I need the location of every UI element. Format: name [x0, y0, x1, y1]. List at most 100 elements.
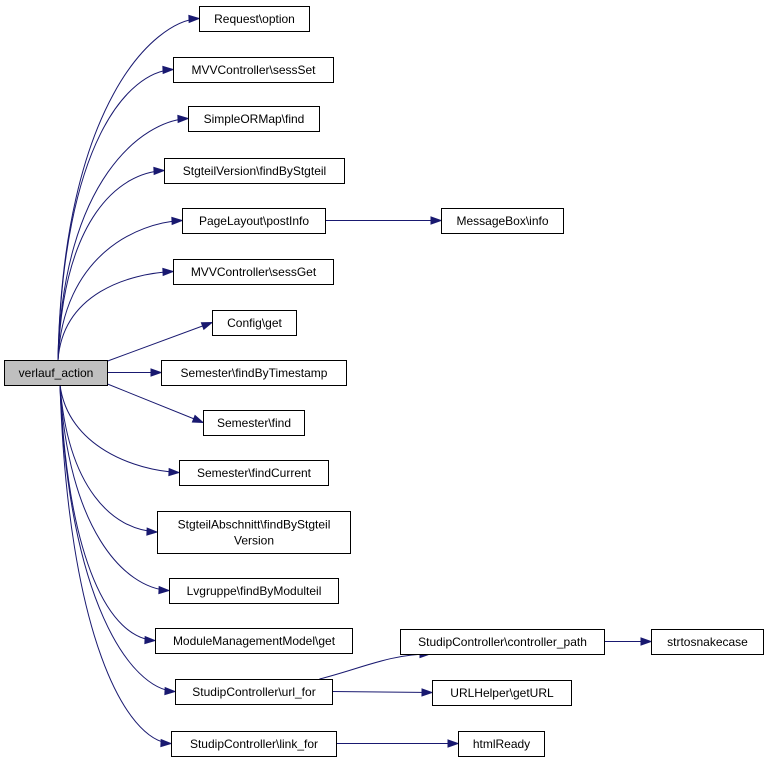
node-label: Request\option	[214, 12, 295, 26]
node-verlauf-action[interactable]: verlauf_action	[4, 360, 108, 386]
edges-layer	[57, 14, 653, 748]
node-label: Lvgruppe\findByModulteil	[187, 584, 322, 598]
node-box	[212, 310, 297, 336]
edge-verlauf_action-to-stgteilversion_find	[57, 170, 165, 361]
node-label: Semester\findByTimestamp	[181, 366, 328, 380]
edge-verlauf_action-to-semester_find-arrowhead	[191, 414, 205, 424]
node-label: ModuleManagementModel\get	[173, 634, 336, 648]
node-request-option[interactable]: Request\option	[199, 6, 310, 32]
node-box	[175, 679, 333, 705]
node-box	[173, 57, 334, 83]
node-htmlready[interactable]: htmlReady	[458, 731, 545, 757]
edge-verlauf_action-to-semester_findbytimestamp-arrowhead	[150, 368, 163, 377]
edge-verlauf_action-to-pagelayout_postinfo-arrowhead	[171, 216, 184, 226]
edge-pagelayout_postinfo-to-messagebox_info-arrowhead	[430, 216, 443, 225]
node-box	[179, 460, 329, 486]
edge-verlauf_action-to-stgteilversion_find-arrowhead	[153, 166, 166, 176]
edge-verlauf_action-to-mvv_sessget	[57, 271, 174, 361]
node-box	[171, 731, 337, 757]
nodes-layer: verlauf_action Request\optionMVVControlle…	[4, 6, 764, 757]
node-label: MVVController\sessSet	[191, 63, 316, 77]
edge-verlauf_action-to-studip_url_for-arrowhead	[164, 686, 177, 696]
node-studip-link-for[interactable]: StudipController\link_for	[171, 731, 337, 757]
edge-verlauf_action-to-stgteilabschnitt_find-arrowhead	[146, 527, 159, 536]
node-label: StgteilAbschnitt\findByStgteil	[178, 518, 331, 532]
node-urlhelper-geturl[interactable]: URLHelper\getURL	[432, 680, 572, 706]
node-box	[441, 208, 564, 234]
edge-verlauf_action-to-stgteilabschnitt_find	[59, 384, 158, 533]
node-label: Semester\findCurrent	[197, 466, 312, 480]
node-label: verlauf_action	[19, 366, 94, 380]
node-strtosnakecase[interactable]: strtosnakecase	[651, 629, 764, 655]
node-box	[182, 208, 326, 234]
node-stgteilversion-find[interactable]: StgteilVersion\findByStgteil	[164, 158, 345, 184]
node-box	[432, 680, 572, 706]
node-box	[4, 360, 108, 386]
node-messagebox-info[interactable]: MessageBox\info	[441, 208, 564, 234]
node-label: Semester\find	[217, 416, 291, 430]
edge-studip_url_for-to-urlhelper_geturl	[331, 691, 433, 693]
node-box	[651, 629, 764, 655]
edge-studip_url_for-to-urlhelper_geturl-arrowhead	[421, 688, 434, 697]
node-mvv-sessget[interactable]: MVVController\sessGet	[173, 259, 334, 285]
edge-verlauf_action-to-modulemanagement_get-arrowhead	[144, 635, 157, 645]
edge-verlauf_action-to-semester_find	[104, 382, 204, 423]
node-box	[169, 578, 339, 604]
edge-studip_url_for-to-studip_controller_path	[319, 653, 431, 680]
node-label: Version	[234, 534, 274, 548]
node-label: StudipController\controller_path	[418, 635, 587, 649]
node-semester-findcurrent[interactable]: Semester\findCurrent	[179, 460, 329, 486]
edge-verlauf_action-to-mvv_sessset-arrowhead	[162, 65, 175, 75]
node-label: Config\get	[227, 316, 282, 330]
node-label: strtosnakecase	[667, 635, 748, 649]
edge-verlauf_action-to-mvv_sessset	[57, 69, 174, 361]
edge-verlauf_action-to-request_option-arrowhead	[188, 14, 201, 24]
edge-verlauf_action-to-pagelayout_postinfo	[57, 220, 183, 361]
edge-verlauf_action-to-simpleormap_find	[57, 118, 189, 361]
node-box	[164, 158, 345, 184]
node-box	[400, 629, 605, 655]
node-config-get[interactable]: Config\get	[212, 310, 297, 336]
node-label: SimpleORMap\find	[204, 112, 305, 126]
node-box	[203, 410, 305, 436]
node-pagelayout-postinfo[interactable]: PageLayout\postInfo	[182, 208, 326, 234]
node-box	[161, 360, 347, 386]
node-studip-url-for[interactable]: StudipController\url_for	[175, 679, 333, 705]
edge-verlauf_action-to-studip_link_for-arrowhead	[160, 738, 173, 748]
edge-verlauf_action-to-simpleormap_find-arrowhead	[177, 114, 190, 124]
node-semester-findbytimestamp[interactable]: Semester\findByTimestamp	[161, 360, 347, 386]
edge-verlauf_action-to-config_get-arrowhead	[200, 321, 214, 331]
edge-verlauf_action-to-studip_url_for	[59, 384, 176, 692]
edge-verlauf_action-to-mvv_sessget-arrowhead	[162, 267, 175, 277]
node-simpleormap-find[interactable]: SimpleORMap\find	[188, 106, 320, 132]
edge-verlauf_action-to-lvgruppe_find-arrowhead	[158, 585, 171, 595]
node-label: StudipController\url_for	[192, 685, 315, 699]
node-label: MessageBox\info	[456, 214, 548, 228]
node-box	[188, 106, 320, 132]
node-box	[155, 628, 353, 654]
node-label: htmlReady	[473, 737, 530, 751]
node-lvgruppe-find[interactable]: Lvgruppe\findByModulteil	[169, 578, 339, 604]
edge-verlauf_action-to-studip_link_for	[59, 384, 172, 744]
node-semester-find[interactable]: Semester\find	[203, 410, 305, 436]
node-box	[157, 511, 351, 554]
edge-verlauf_action-to-semester_findcurrent-arrowhead	[168, 467, 181, 477]
node-label: StudipController\link_for	[190, 737, 318, 751]
edge-verlauf_action-to-config_get	[104, 322, 213, 363]
node-label: MVVController\sessGet	[191, 265, 317, 279]
node-box	[173, 259, 334, 285]
edge-verlauf_action-to-lvgruppe_find	[59, 384, 170, 591]
node-label: PageLayout\postInfo	[199, 214, 309, 228]
node-mvv-sessset[interactable]: MVVController\sessSet	[173, 57, 334, 83]
edge-verlauf_action-to-semester_findcurrent	[59, 384, 180, 473]
node-studip-controller-path[interactable]: StudipController\controller_path	[400, 629, 605, 655]
node-modulemanagement-get[interactable]: ModuleManagementModel\get	[155, 628, 353, 654]
edge-verlauf_action-to-modulemanagement_get	[59, 384, 156, 641]
node-label: URLHelper\getURL	[450, 686, 554, 700]
edge-studip_controller_path-to-strtosnakecase-arrowhead	[640, 637, 653, 646]
edge-studip_link_for-to-htmlready-arrowhead	[447, 739, 460, 748]
node-box	[458, 731, 545, 757]
node-label: StgteilVersion\findByStgteil	[183, 164, 326, 178]
